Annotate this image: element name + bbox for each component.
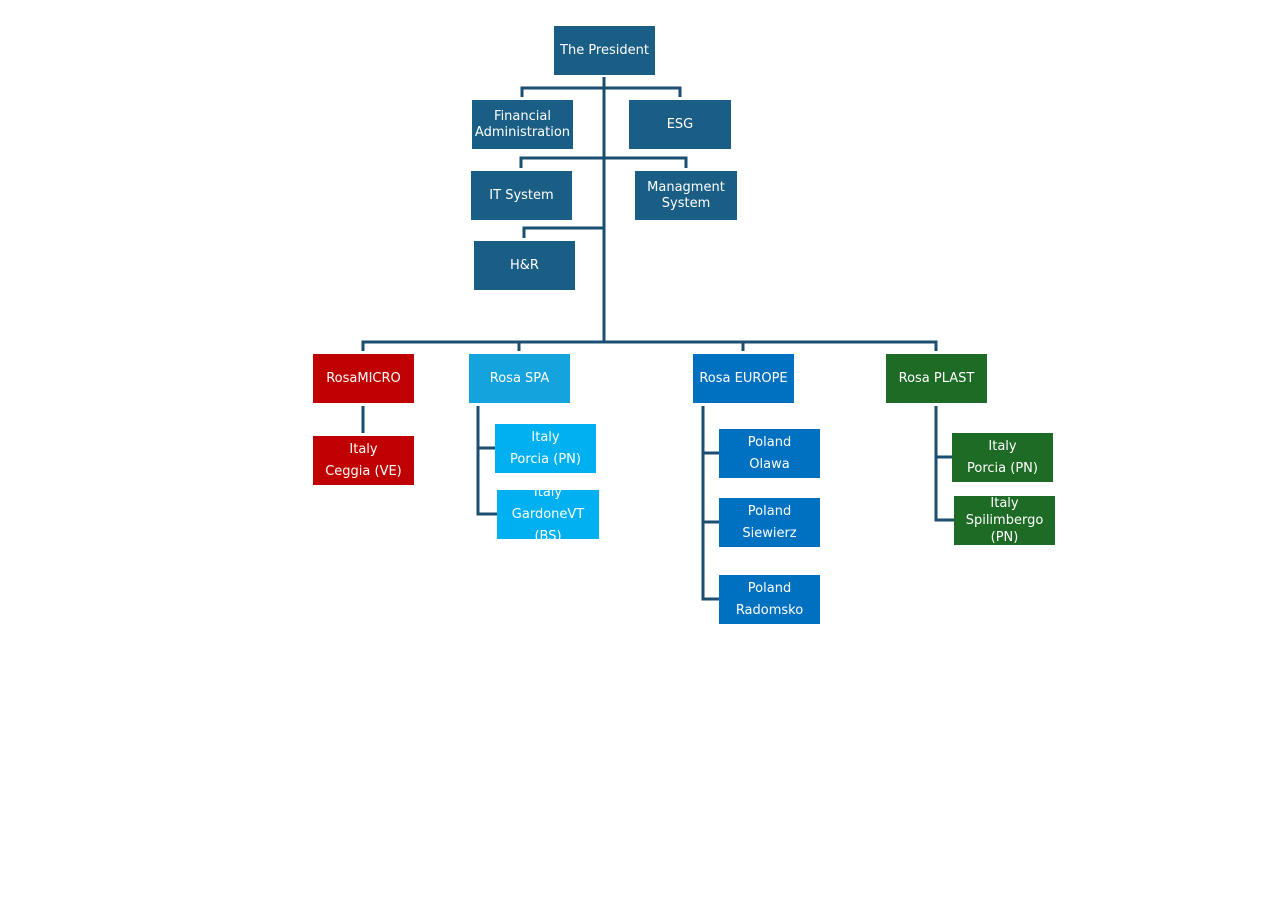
- node-president: The President: [554, 26, 655, 75]
- node-label-line: System: [661, 195, 711, 211]
- node-label-line: Poland: [747, 434, 792, 450]
- node-label-line: Italy: [349, 441, 378, 457]
- node-label-line: Porcia (PN): [967, 460, 1038, 476]
- node-label-line: IT System: [489, 187, 554, 203]
- node-label-line: GardoneVT (BS): [511, 506, 585, 544]
- branch-it-management: [519, 156, 688, 168]
- branch-financial-esg: [520, 86, 682, 97]
- node-label-line: Italy: [988, 438, 1017, 454]
- node-label-line: The President: [560, 42, 649, 58]
- node-label-line: Spilimbergo: [965, 513, 1044, 528]
- node-label-line: Radomsko: [735, 602, 804, 618]
- node-label-line: Porcia (PN): [510, 451, 581, 467]
- node-label-line: Managment: [647, 179, 725, 195]
- node-esg: ESG: [629, 100, 731, 149]
- node-label-line: Rosa SPA: [489, 370, 550, 386]
- branch-europe-units: [701, 406, 719, 601]
- node-label-line: RosaMICRO: [326, 370, 401, 386]
- node-label-line: Italy: [533, 484, 563, 500]
- node-label-line: Ceggia (VE): [325, 463, 402, 479]
- node-label-line: Olawa: [749, 456, 790, 472]
- node-label-line: Poland: [747, 503, 792, 519]
- node-label-line: Poland: [747, 580, 792, 596]
- node-it-system: IT System: [471, 171, 572, 220]
- node-label-line: Italy: [990, 496, 1019, 511]
- node-hr: H&R: [474, 241, 575, 290]
- branch-companies: [361, 340, 938, 351]
- node-label-line: Italy: [531, 429, 560, 445]
- node-label-line: Administration: [474, 124, 571, 140]
- node-rosa-europe: Rosa EUROPE: [693, 354, 794, 403]
- branch-spa-units: [476, 406, 497, 516]
- branch-plast-units: [934, 406, 954, 522]
- node-label-line: Rosa PLAST: [898, 370, 975, 386]
- node-rosa-spa: Rosa SPA: [469, 354, 570, 403]
- node-label-line: ESG: [666, 116, 694, 132]
- node-label-line: H&R: [510, 257, 539, 273]
- node-label-line: Siewierz: [742, 525, 797, 541]
- node-rosa-plast: Rosa PLAST: [886, 354, 987, 403]
- node-label-line: Financial: [494, 108, 551, 124]
- node-rosamicro: RosaMICRO: [313, 354, 414, 403]
- node-label-line: Rosa EUROPE: [699, 370, 788, 386]
- node-label-line: (PN): [990, 530, 1019, 545]
- branch-hr: [522, 226, 604, 238]
